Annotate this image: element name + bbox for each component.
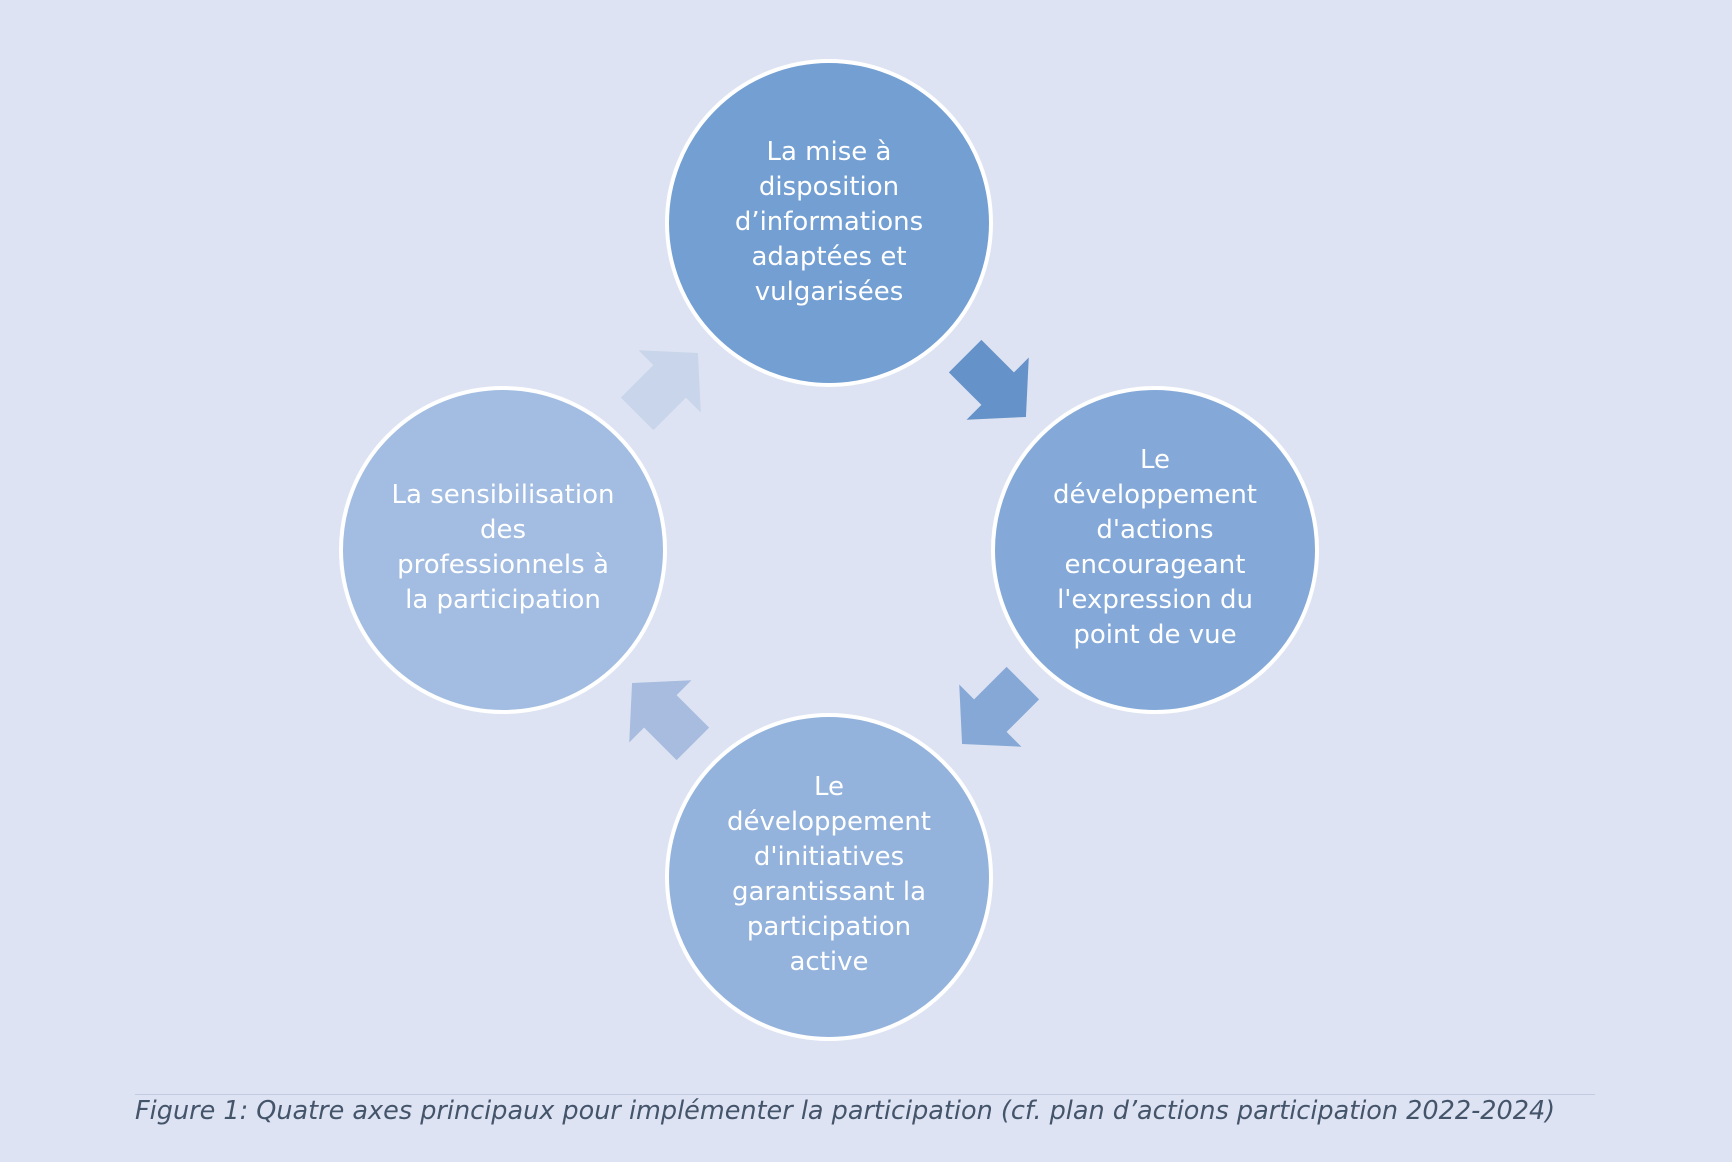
circles	[339, 59, 1319, 1041]
arrows	[620, 339, 1040, 761]
cycle-diagram	[339, 59, 1319, 1041]
arrow-bottom-left	[629, 680, 710, 761]
caption-divider	[135, 1094, 1595, 1095]
node-circle-bottom	[665, 713, 993, 1041]
arrow-right-bottom	[959, 666, 1040, 747]
node-label-bottom: Le développement d'initiatives garantiss…	[726, 772, 931, 977]
node-circle-left	[339, 386, 667, 714]
node-label-left: La sensibilisation des professionnels à …	[391, 480, 615, 615]
node-label-top: La mise à disposition d’informations ada…	[734, 137, 924, 307]
arrow-left-top	[620, 350, 701, 431]
arrow-top-right	[948, 339, 1029, 420]
node-circle-right	[991, 386, 1319, 714]
node-circle-top	[665, 59, 993, 387]
figure-caption: Figure 1: Quatre axes principaux pour im…	[135, 1096, 1556, 1126]
node-label-right: Le développement d'actions encourageant …	[1052, 445, 1257, 650]
